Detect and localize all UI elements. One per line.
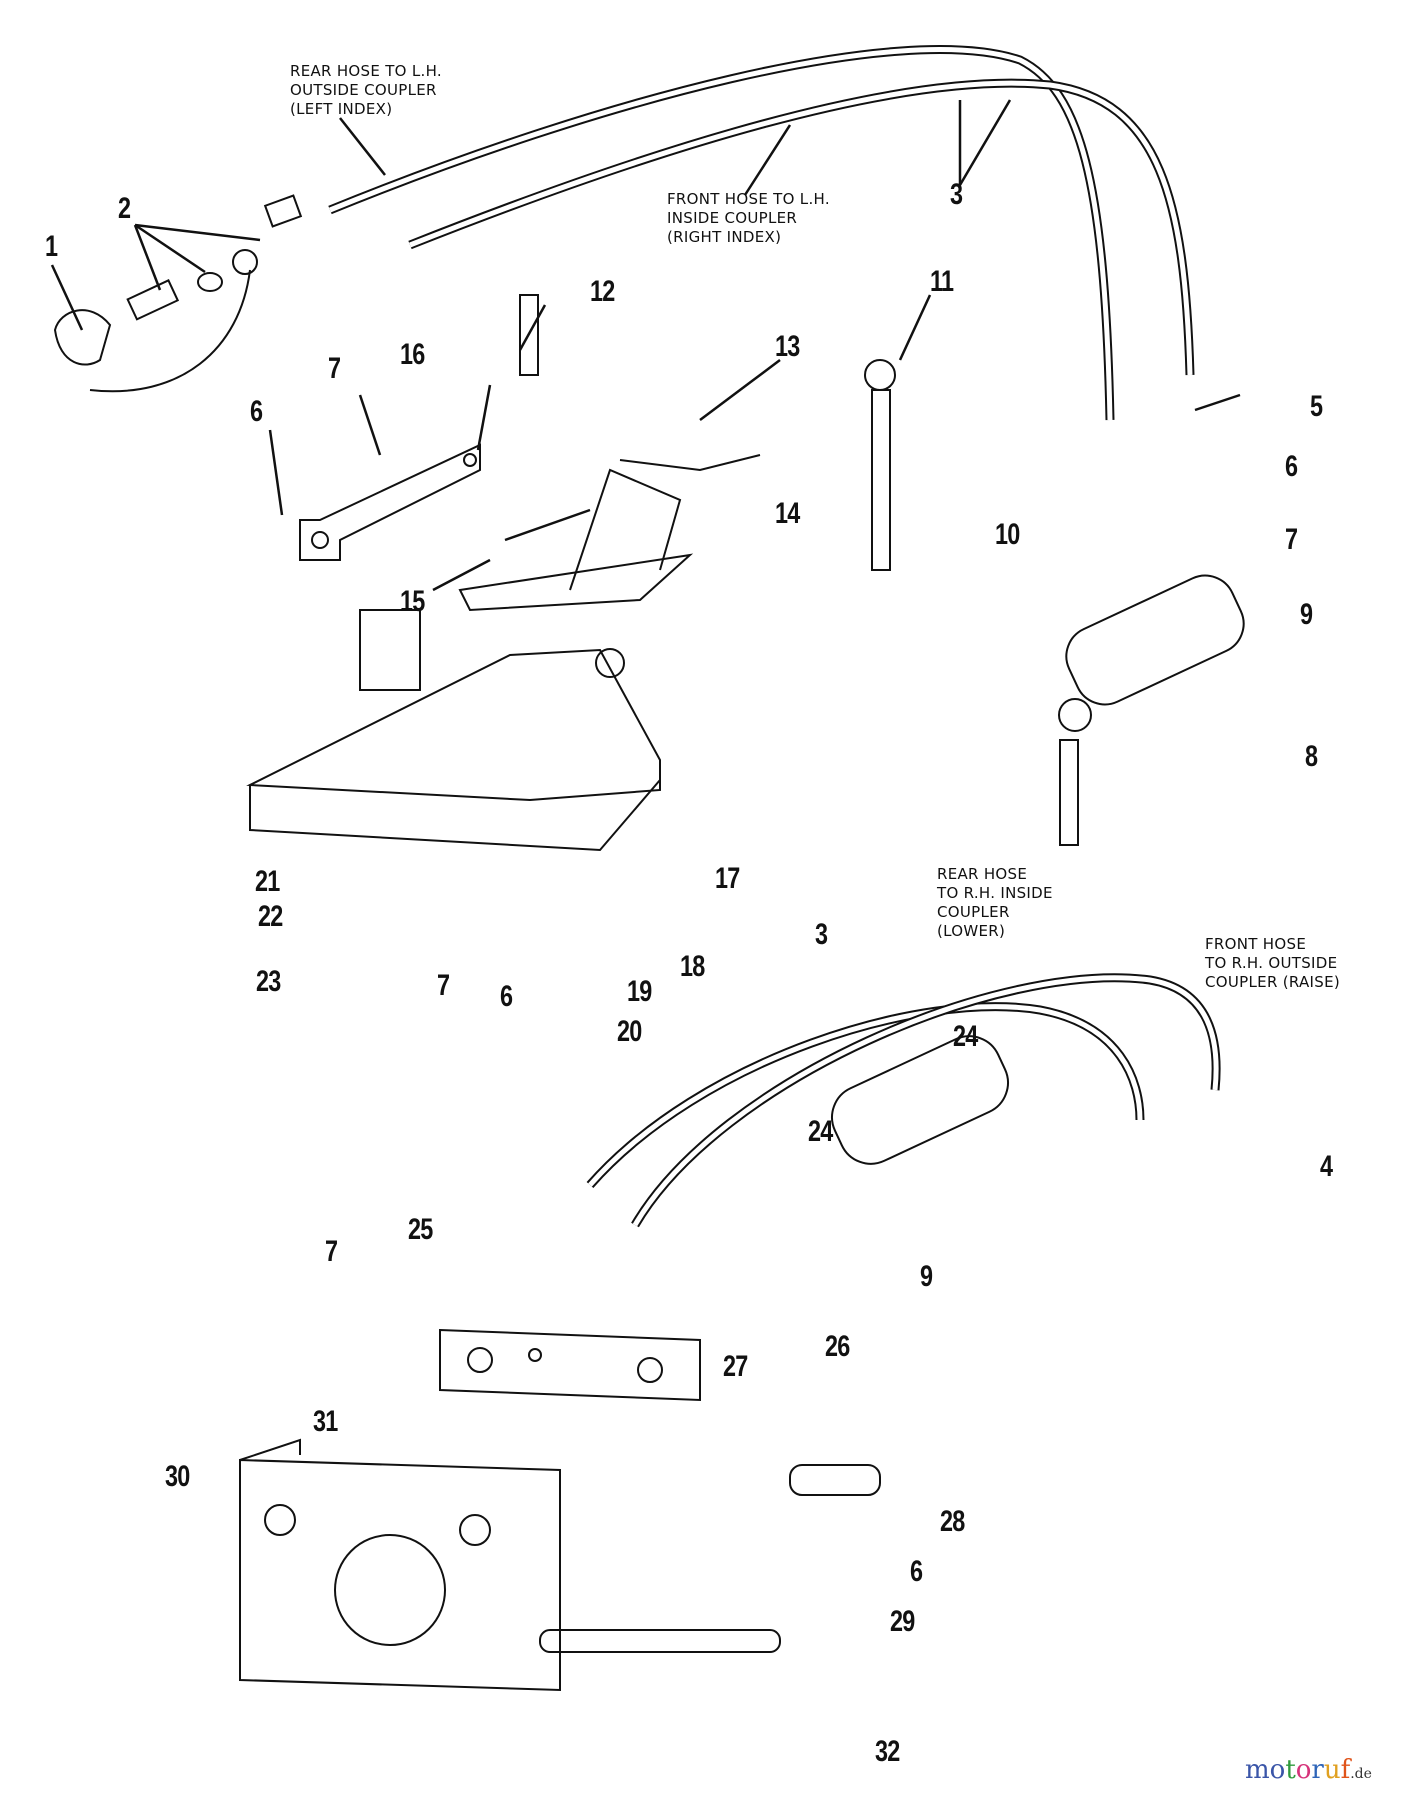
pin-28 [789,1464,881,1496]
plate [439,1328,701,1402]
watermark-suffix: .de [1350,1766,1372,1782]
part-label: 6 [500,980,513,1013]
part-label: 12 [590,275,615,308]
part-label: 21 [255,865,280,898]
part-label: 11 [930,265,954,298]
part-label: 20 [617,1015,642,1048]
part-label: 10 [995,518,1020,551]
part-label: 5 [1310,390,1323,423]
note-front-hose-lh: FRONT HOSE TO L.H. INSIDE COUPLER (RIGHT… [667,190,830,246]
part-label: 32 [875,1735,900,1768]
pin-32 [539,1629,781,1653]
part-label: 9 [920,1260,933,1293]
part-label: 28 [940,1505,965,1538]
part-label: 30 [165,1460,190,1493]
part-label: 7 [437,969,450,1002]
lower-cylinder [831,1035,1009,1165]
part-label: 29 [890,1605,915,1638]
part-label: 3 [950,178,963,211]
mount-bracket [239,1438,561,1692]
part-label: 7 [328,352,341,385]
part-label: 14 [775,497,800,530]
watermark-letter: o [1269,1755,1286,1785]
part-label: 27 [723,1350,748,1383]
pin-8 [1059,739,1079,846]
coupler-cap-assembly [53,194,303,393]
watermark-letter: u [1323,1755,1341,1785]
upper-hoses [328,45,1195,421]
part-label: 3 [815,918,828,951]
part-label: 6 [250,395,263,428]
link-plate [299,443,481,561]
part-label: 13 [775,330,800,363]
part-label: 6 [910,1555,923,1588]
watermark-letter: m [1245,1755,1270,1785]
part-label: 26 [825,1330,850,1363]
part-label: 16 [400,338,425,371]
watermark-letter: f [1340,1755,1351,1785]
upper-cylinder [1058,574,1245,732]
watermark-letter: r [1311,1755,1324,1785]
watermark-letter: t [1285,1755,1296,1785]
part-label: 23 [256,965,281,998]
leader-lines [50,99,1241,592]
part-label: 18 [680,950,705,983]
rod [864,359,896,571]
part-label: 7 [325,1235,338,1268]
part-label: 9 [1300,598,1313,631]
watermark-letter: o [1295,1755,1312,1785]
note-rear-hose-lh: REAR HOSE TO L.H. OUTSIDE COUPLER (LEFT … [290,62,442,118]
valve-body [246,609,661,852]
part-label: 15 [400,585,425,618]
part-label: 19 [627,975,652,1008]
part-label: 31 [313,1405,338,1438]
part-label: 4 [1320,1150,1333,1183]
note-rear-hose-rh: REAR HOSE TO R.H. INSIDE COUPLER (LOWER) [937,865,1053,940]
pin [519,294,539,376]
part-label: 6 [1285,450,1298,483]
part-label: 1 [45,230,58,263]
note-front-hose-rh: FRONT HOSE TO R.H. OUTSIDE COUPLER (RAIS… [1205,935,1341,991]
part-label: 2 [118,192,131,225]
part-label: 24 [953,1020,978,1053]
part-label: 8 [1305,740,1318,773]
watermark: motoruf.de [1245,1755,1372,1785]
part-label: 22 [258,900,283,933]
part-label: 25 [408,1213,433,1246]
bracket [458,454,761,612]
part-label: 17 [715,862,740,895]
part-label: 7 [1285,523,1298,556]
lower-hoses [586,973,1221,1228]
part-label: 24 [808,1115,833,1148]
